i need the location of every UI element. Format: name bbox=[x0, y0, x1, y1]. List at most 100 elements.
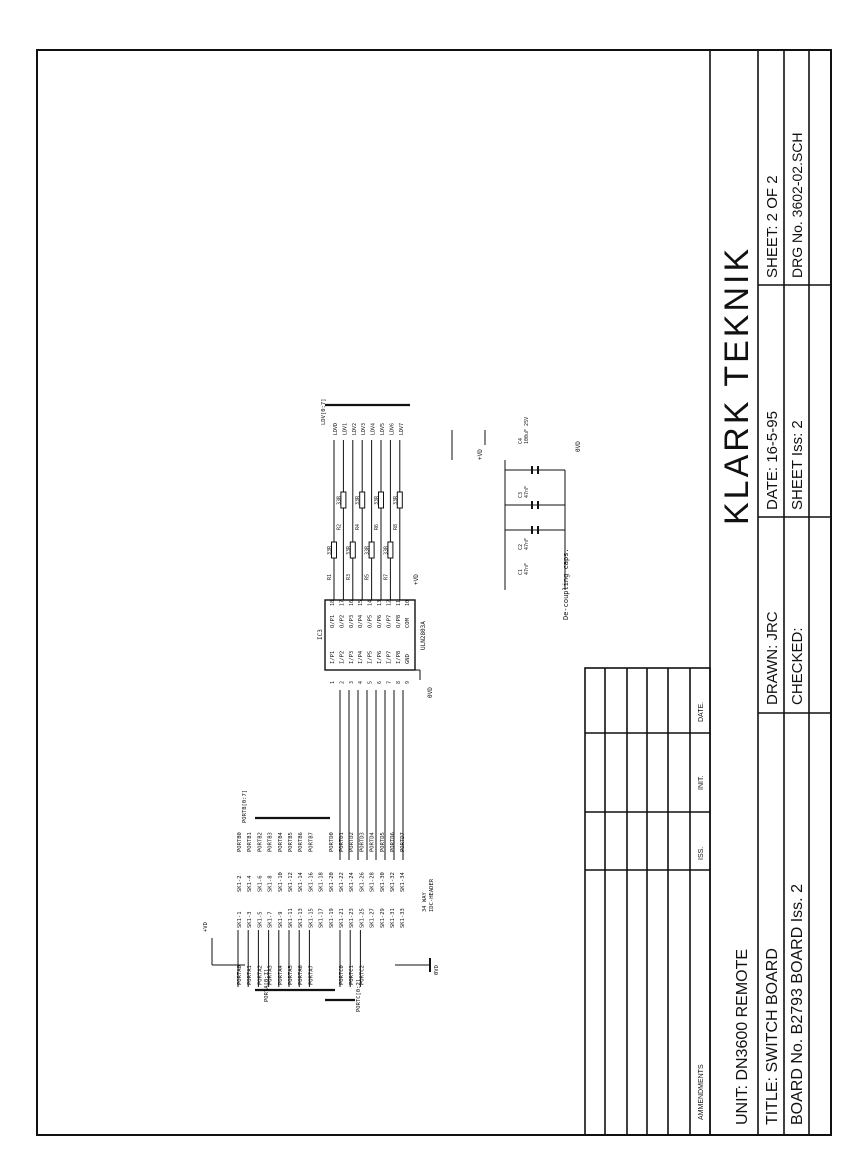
ic-input-label: I/P5 bbox=[368, 651, 374, 664]
header-net-label: PORTA5 bbox=[288, 965, 294, 985]
ldv-net-label: LDV2 bbox=[352, 423, 358, 435]
sheet-iss-field: SHEET Iss: 2 bbox=[789, 420, 806, 510]
header-pin-label: SK1-25 bbox=[359, 908, 365, 928]
resistor-ref: R5 bbox=[365, 574, 371, 580]
header-net-label: PORTB1 bbox=[247, 832, 253, 852]
ic-output-pin: 17 bbox=[339, 600, 345, 606]
ic-output-label: O/P7 bbox=[386, 615, 392, 628]
amendments-label: AMMENDMENTS bbox=[698, 1064, 705, 1120]
header-net-label: PORTB6 bbox=[298, 832, 304, 852]
resistor-ref: R6 bbox=[374, 524, 380, 530]
amend-col-iss: ISS. bbox=[698, 847, 705, 860]
header-pin-label: SK1-21 bbox=[339, 908, 345, 928]
drg-field: DRG No. 3602-02.SCH bbox=[789, 132, 805, 278]
header-pin-label: SK1-3 bbox=[247, 911, 253, 928]
header-pin-label: SK1-4 bbox=[247, 875, 253, 892]
cap-value: 47nF bbox=[524, 563, 530, 575]
header-net-label: PORTD4 bbox=[370, 831, 376, 852]
header-pin-label: SK1-18 bbox=[319, 872, 325, 892]
title-field: TITLE: SWITCH BOARD bbox=[764, 948, 781, 1125]
cap-value: 47nF bbox=[524, 538, 530, 550]
header-net-label: PORTB5 bbox=[288, 832, 294, 852]
header-net-label: PORTC0 bbox=[339, 965, 345, 985]
ic-output-label: O/P5 bbox=[368, 615, 374, 628]
header-net-label: PORTB7 bbox=[308, 832, 314, 852]
header-pin-label: SK1-7 bbox=[268, 911, 274, 928]
resistor-value: 33R bbox=[374, 495, 380, 505]
ldv-net-label: LDV5 bbox=[380, 423, 386, 435]
header-pin-label: SK1-23 bbox=[349, 908, 355, 928]
header-net-label: PORTC1 bbox=[349, 965, 355, 985]
header-pin-label: SK1-26 bbox=[359, 872, 365, 892]
ic-output-label: O/P3 bbox=[349, 615, 355, 628]
drawn-field: DRAWN: JRC bbox=[764, 611, 781, 705]
amend-col-init: INIT. bbox=[698, 776, 705, 790]
header-net-label: PORTD6 bbox=[390, 832, 396, 852]
header-pin-label: SK1-13 bbox=[298, 908, 304, 928]
circuit: SK1-1PORTA0SK1-3PORTA1SK1-5PORTA2SK1-7PO… bbox=[203, 399, 582, 1013]
header-pin-label: SK1-5 bbox=[257, 911, 263, 928]
amend-col-date: DATE. bbox=[698, 702, 705, 722]
ic-input-label: I/P2 bbox=[339, 651, 345, 664]
ic-output-pin: 12 bbox=[386, 600, 392, 606]
header-label: 34 WAY bbox=[422, 891, 428, 912]
header-net-label: PORTB2 bbox=[257, 832, 263, 852]
header-pin-label: SK1-6 bbox=[257, 875, 263, 892]
resistor-value: 33R bbox=[346, 545, 352, 555]
ic-vcc: +VD bbox=[413, 574, 420, 585]
header-net-label: PORTC2 bbox=[359, 965, 365, 985]
header-pin-label: SK1-19 bbox=[329, 908, 335, 928]
ic-input-label: GND bbox=[405, 654, 411, 664]
resistor-ref: R1 bbox=[327, 574, 333, 580]
ic-input-pin: 9 bbox=[405, 681, 411, 684]
header-label2: IDC-HEADER bbox=[429, 878, 435, 912]
header-net-label: PORTD3 bbox=[359, 832, 365, 852]
header-pin-label: SK1-2 bbox=[237, 875, 243, 892]
header-net-label: PORTA4 bbox=[278, 964, 284, 985]
ldv-net-label: LDV1 bbox=[342, 423, 348, 435]
header-gnd: 0VD bbox=[434, 965, 440, 975]
ic-input-label: I/P3 bbox=[349, 651, 355, 664]
resistor-ref: R8 bbox=[393, 524, 399, 530]
ldv-net-label: LDV3 bbox=[361, 423, 367, 435]
ic-output-pin: 16 bbox=[349, 600, 355, 606]
resistor-ref: R2 bbox=[336, 524, 342, 530]
header-net-label: PORTA6 bbox=[298, 965, 304, 985]
ic-input-pin: 3 bbox=[349, 681, 355, 684]
header-vcc: +VD bbox=[203, 922, 209, 932]
cap-note: De-coupling caps. bbox=[562, 548, 570, 620]
ic-input-label: I/P6 bbox=[377, 651, 383, 664]
ic-input-pin: 8 bbox=[396, 681, 402, 684]
ic-output-label: COM bbox=[405, 617, 411, 628]
header-net-label: PORTB0 bbox=[237, 832, 243, 852]
header-pin-label: SK1-14 bbox=[298, 871, 304, 892]
ic-output-pin: 18 bbox=[330, 600, 336, 606]
header-pin-label: SK1-29 bbox=[380, 908, 386, 928]
resistor-value: 33R bbox=[355, 495, 361, 505]
ic-part: ULN2803A bbox=[420, 621, 427, 650]
ic-ref: IC3 bbox=[317, 629, 324, 640]
cap-value: 100uF 25V bbox=[524, 417, 530, 444]
board-field: BOARD No. B2793 BOARD Iss. 2 bbox=[789, 884, 806, 1125]
header-pin-label: SK1-9 bbox=[278, 911, 284, 928]
cap-gnd: 0VD bbox=[575, 441, 582, 452]
company-name: KLARK TEKNIK bbox=[718, 246, 756, 525]
sheet-border bbox=[36, 49, 832, 1136]
ic3-body bbox=[324, 599, 416, 671]
cap-ref: C2 bbox=[518, 544, 524, 550]
ic-input-label: I/P7 bbox=[386, 651, 392, 664]
resistor-ref: R3 bbox=[346, 574, 352, 580]
bus-c-label: PORTC[0:2] bbox=[356, 979, 362, 1012]
header-pin-label: SK1-12 bbox=[288, 872, 294, 892]
cap-vcc: +VD bbox=[477, 449, 484, 460]
unit-field: UNIT: DN3600 REMOTE bbox=[734, 949, 751, 1125]
ic-output-label: O/P8 bbox=[396, 615, 402, 628]
ic-input-label: I/P1 bbox=[330, 651, 336, 664]
header-pin-label: SK1-16 bbox=[308, 872, 314, 892]
ic-gnd: 0VD bbox=[427, 687, 434, 698]
header-pin-label: SK1-1 bbox=[237, 911, 243, 928]
ic-output-pin: 14 bbox=[368, 600, 374, 606]
header-net-label: PORTA1 bbox=[247, 965, 253, 985]
ic-input-pin: 2 bbox=[339, 681, 345, 684]
ic-input-pin: 6 bbox=[377, 681, 383, 684]
